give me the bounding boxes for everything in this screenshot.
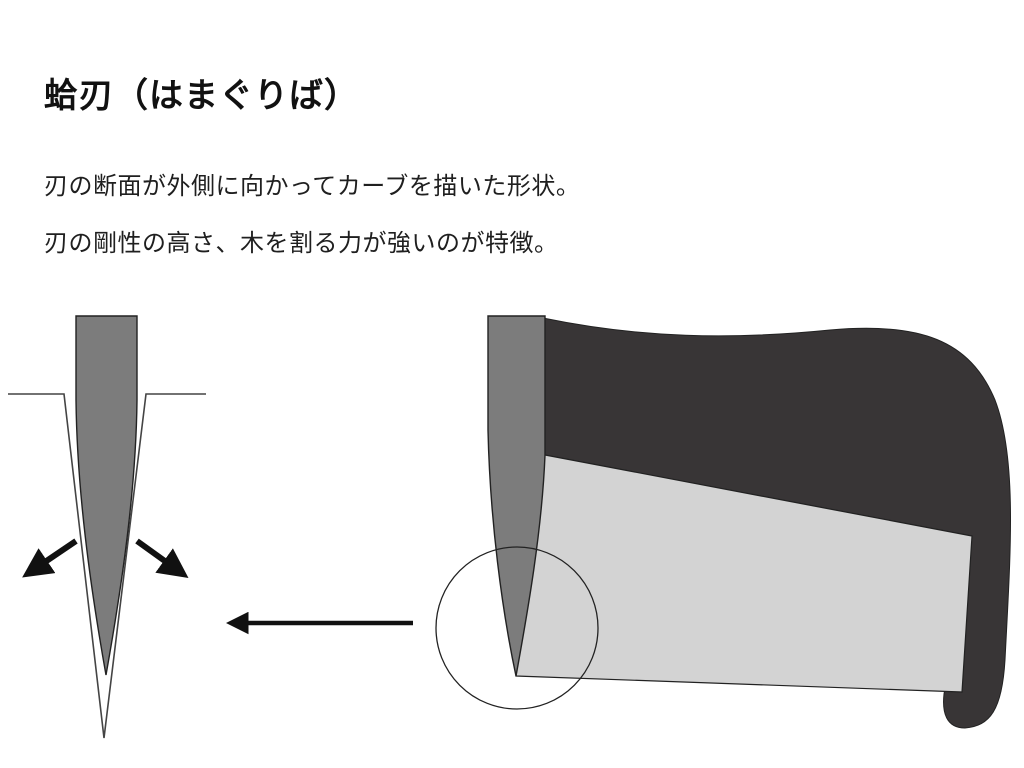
page-title: 蛤刃（はまぐりば）	[44, 76, 359, 116]
axe-head-group	[435, 315, 1012, 729]
blade-cross-section	[75, 315, 138, 676]
description-line-2: 刃の剛性の高さ、木を割る力が強いのが特徴。	[44, 229, 559, 257]
blade-edge-profile	[487, 315, 546, 677]
split-force-arrow-right	[135, 538, 189, 579]
wood-split-outline	[8, 393, 206, 739]
axe-handle-dark	[542, 317, 1012, 729]
split-force-arrow-left	[22, 538, 78, 578]
description-line-1: 刃の断面が外側に向かってカーブを描いた形状。	[44, 172, 581, 200]
cross-section-group	[8, 315, 206, 739]
magnify-circle	[435, 546, 599, 710]
